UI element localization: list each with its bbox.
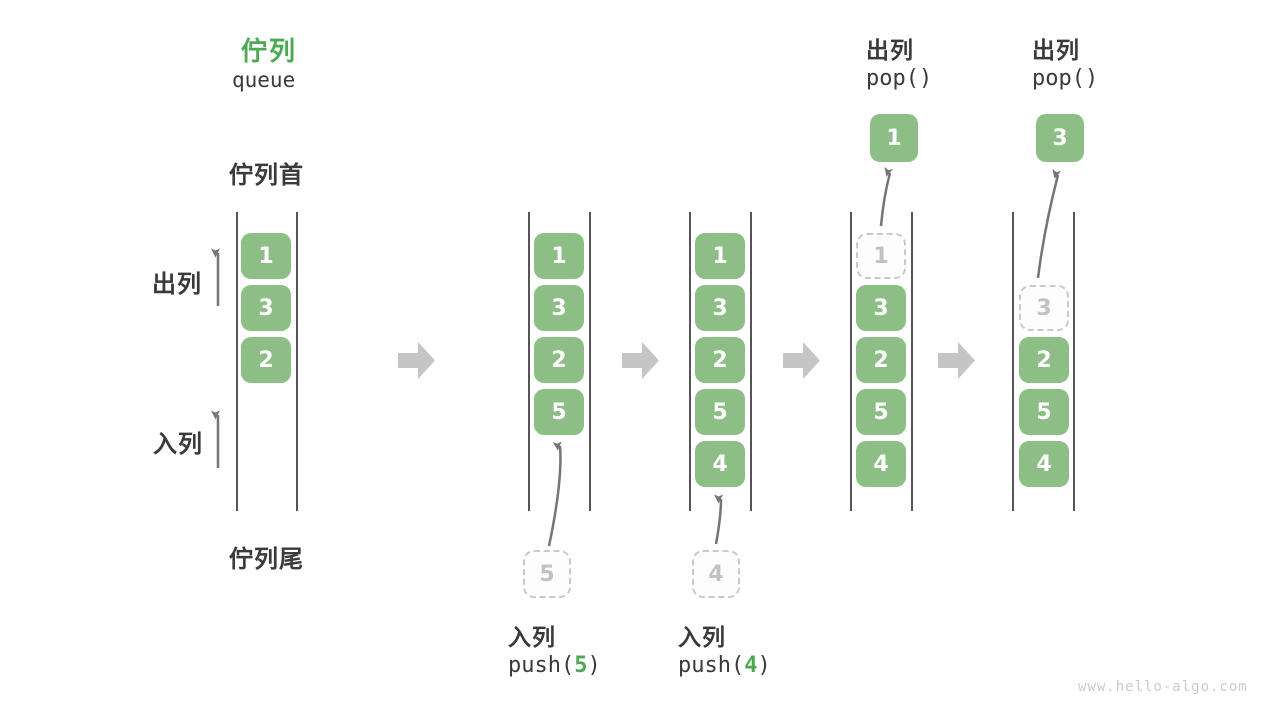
queue-item: 5: [695, 389, 745, 435]
push-5-arrow-icon: [547, 441, 562, 547]
push-arg: 4: [744, 653, 758, 678]
push-close: ): [587, 653, 601, 678]
queue-rail: [750, 212, 752, 511]
queue-item: 3: [534, 285, 584, 331]
queue-item: 3: [695, 285, 745, 331]
queue-item: 5: [856, 389, 906, 435]
pop-code: pop(): [1032, 66, 1099, 91]
queue-front-label: 佇列首: [229, 161, 304, 189]
watermark: www.hello-algo.com: [1078, 679, 1248, 695]
queue-item: 3: [241, 285, 291, 331]
diagram-title-en: queue: [232, 68, 296, 92]
diagram-title-zh: 佇列: [241, 37, 298, 67]
push-label-zh: 入列: [508, 625, 556, 651]
state-transition-arrow-icon: [783, 342, 820, 379]
pop-3-arrow-icon: [1036, 168, 1062, 279]
staged-item: 4: [692, 550, 740, 598]
queue-item: 2: [534, 337, 584, 383]
push-close: ): [757, 653, 771, 678]
queue-item: 1: [241, 233, 291, 279]
queue-rail: [528, 212, 530, 511]
queue-rail: [850, 212, 852, 511]
push-code: push(4): [678, 653, 771, 678]
queue-item: 1: [534, 233, 584, 279]
dequeue-side-label: 出列: [152, 270, 202, 298]
push-fn: push(: [508, 653, 575, 678]
popped-item: 1: [870, 114, 918, 162]
queue-item: 5: [1019, 389, 1069, 435]
pop-label-zh: 出列: [866, 38, 914, 64]
queue-item: 1: [695, 233, 745, 279]
push-code: push(5): [508, 653, 601, 678]
queue-item: 4: [695, 441, 745, 487]
queue-rear-label: 佇列尾: [229, 545, 304, 573]
queue-rail: [236, 212, 238, 511]
queue-item: 2: [856, 337, 906, 383]
pop-label-zh: 出列: [1032, 38, 1080, 64]
queue-item-ghost: 3: [1019, 285, 1069, 331]
push-label-zh: 入列: [678, 625, 726, 651]
push-4-arrow-icon: [714, 494, 724, 545]
popped-item: 3: [1036, 114, 1084, 162]
queue-item: 2: [1019, 337, 1069, 383]
queue-item: 3: [856, 285, 906, 331]
queue-item: 4: [856, 441, 906, 487]
staged-item: 5: [523, 550, 571, 598]
queue-item: 4: [1019, 441, 1069, 487]
queue-item: 2: [241, 337, 291, 383]
push-fn: push(: [678, 653, 745, 678]
push-arg: 5: [574, 653, 588, 678]
queue-item: 2: [695, 337, 745, 383]
state-transition-arrow-icon: [938, 342, 975, 379]
queue-rail: [1073, 212, 1075, 511]
queue-rail: [911, 212, 913, 511]
queue-rail: [296, 212, 298, 511]
queue-rail: [1012, 212, 1014, 511]
pop-code: pop(): [866, 66, 933, 91]
queue-rail: [689, 212, 691, 511]
queue-item-ghost: 1: [856, 233, 906, 279]
queue-rail: [589, 212, 591, 511]
enqueue-side-label: 入列: [153, 430, 203, 458]
state-transition-arrow-icon: [398, 342, 435, 379]
state-transition-arrow-icon: [622, 342, 659, 379]
pop-1-arrow-icon: [879, 166, 894, 227]
queue-item: 5: [534, 389, 584, 435]
